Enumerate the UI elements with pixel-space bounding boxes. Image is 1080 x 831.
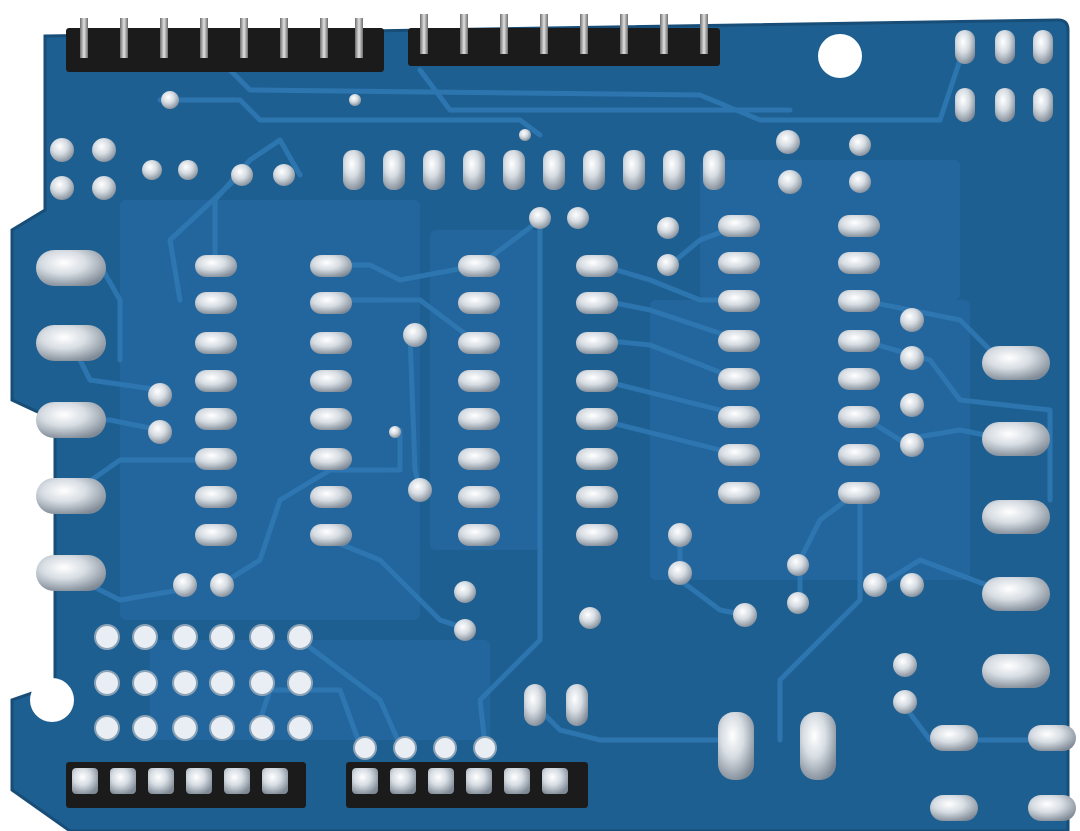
left-terminals [36, 250, 106, 591]
ic-right-pads [718, 215, 880, 504]
capacitor-pads [524, 684, 836, 780]
round-pads [50, 91, 924, 714]
top-header-right [408, 28, 720, 66]
pad-grid [94, 624, 497, 760]
ic-middle-pads [458, 255, 618, 546]
top-row-pins [343, 150, 725, 190]
top-header-pins [80, 14, 708, 58]
mounting-holes [30, 34, 862, 722]
bottom-header-pads [72, 768, 568, 794]
top-right-pins [955, 30, 1053, 122]
ic-left-pads [195, 255, 352, 546]
top-header-left [66, 28, 384, 72]
right-terminals [930, 346, 1076, 821]
